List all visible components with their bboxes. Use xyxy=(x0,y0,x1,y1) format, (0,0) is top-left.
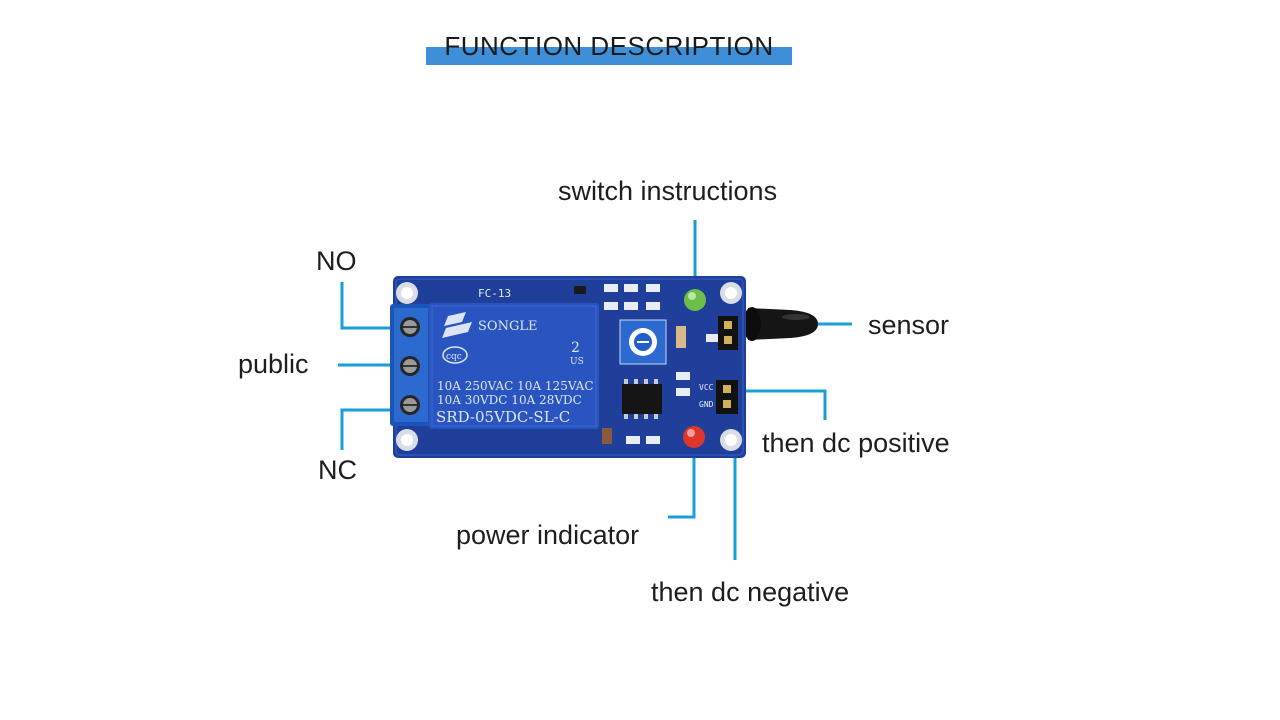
flame-sensor xyxy=(734,307,818,341)
label-switch-instructions: switch instructions xyxy=(558,176,778,206)
label-dc-negative: then dc negative xyxy=(651,577,850,607)
comparator-chip xyxy=(622,379,662,419)
green-led xyxy=(684,289,706,311)
leader-nc xyxy=(340,408,392,450)
relay: SONGLE cqc 2 US 10A 250VAC 10A 125VAC 10… xyxy=(429,303,599,429)
relay-model: SRD-05VDC-SL-C xyxy=(436,408,570,426)
sensor-header xyxy=(718,316,738,350)
label-dc-positive: then dc positive xyxy=(762,428,950,458)
relay-cert-left: cqc xyxy=(446,352,462,362)
title-highlight-bar xyxy=(426,47,792,65)
terminal-screw-public xyxy=(400,356,420,376)
relay-rating-2: 10A 30VDC 10A 28VDC xyxy=(437,393,582,407)
leader-dc-positive xyxy=(736,389,827,420)
label-power-indicator: power indicator xyxy=(456,520,640,550)
terminal-screw-nc xyxy=(400,395,420,415)
board-model-label: FC-13 xyxy=(478,287,511,300)
page-title: FUNCTION DESCRIPTION xyxy=(444,31,774,61)
label-sensor: sensor xyxy=(868,310,950,340)
pin-gnd-label: GND xyxy=(699,400,714,409)
relay-rating-1: 10A 250VAC 10A 125VAC xyxy=(437,379,594,393)
songle-logo xyxy=(442,312,472,338)
relay-cert-right: 2 xyxy=(571,340,580,356)
relay-brand: SONGLE xyxy=(478,319,537,334)
red-led xyxy=(683,426,705,448)
potentiometer xyxy=(619,319,667,365)
smd-components xyxy=(574,284,720,444)
terminal-screw-no xyxy=(400,317,420,337)
leader-power-indicator xyxy=(668,458,696,519)
screw-terminal xyxy=(390,304,432,426)
power-header: VCC GND xyxy=(699,380,738,414)
pin-vcc-label: VCC xyxy=(699,383,714,392)
label-nc: NC xyxy=(318,455,357,485)
label-no: NO xyxy=(316,246,357,276)
relay-cert-us: US xyxy=(570,357,584,367)
leader-no xyxy=(340,282,392,330)
label-public: public xyxy=(238,349,309,379)
